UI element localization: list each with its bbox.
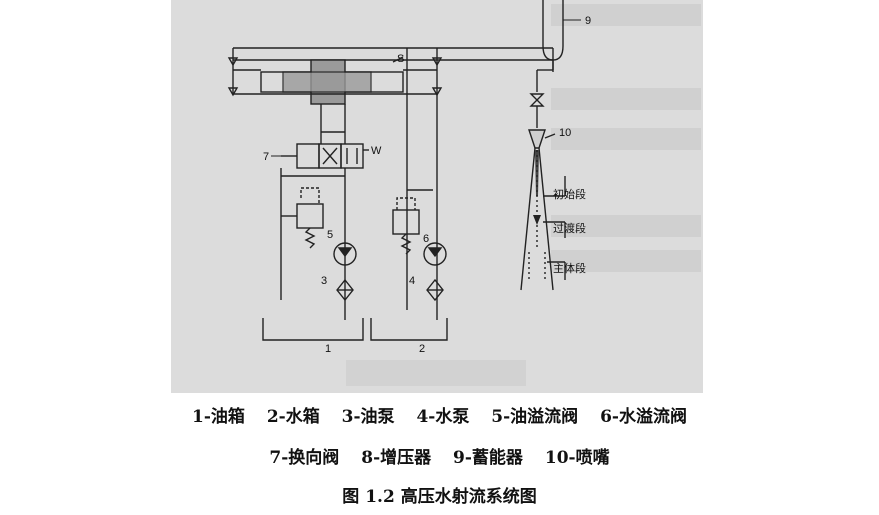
label-w: W [371, 145, 382, 157]
water-relief-valve-6 [392, 197, 420, 255]
shutoff-valve-icon [529, 93, 545, 128]
label-2: 2 [419, 343, 425, 355]
legend-item: 5-油溢流阀 [491, 407, 579, 427]
water-tank-2 [370, 318, 448, 341]
zone-transition-label: 过渡段 [553, 221, 586, 235]
figure-caption: 图 1.2 高压水射流系统图 [342, 487, 537, 507]
oil-relief-valve-5 [281, 187, 324, 249]
legend-item: 1-油箱 [192, 407, 245, 427]
legend-line-2: 7-换向阀 8-增压器 9-蓄能器 10-喷嘴 [0, 443, 879, 468]
directional-valve-7 [281, 132, 369, 169]
label-3: 3 [321, 275, 327, 287]
water-jet [520, 147, 554, 291]
legend-item: 8-增压器 [361, 448, 432, 468]
label-s: S [397, 53, 404, 65]
component-labels: 9 S 10 7 W 5 6 3 4 1 2 初始段 过渡段 主体段 [263, 15, 591, 355]
oil-tank-1 [262, 318, 364, 341]
system-diagram: 9 S 10 7 W 5 6 3 4 1 2 初始段 过渡段 主体段 [227, 0, 701, 386]
label-7: 7 [263, 151, 269, 163]
legend-item: 2-水箱 [266, 407, 320, 427]
legend-item: 3-油泵 [341, 407, 395, 427]
legend-item: 9-蓄能器 [453, 448, 523, 468]
legend-line-1: 1-油箱 2-水箱 3-油泵 4-水泵 5-油溢流阀 6-水溢流阀 [0, 402, 879, 427]
label-5: 5 [327, 229, 333, 241]
intensifier-s [233, 48, 438, 105]
label-9: 9 [585, 15, 591, 27]
accumulator-9 [536, 0, 564, 92]
zone-main-label: 主体段 [553, 261, 586, 275]
check-valve-icon [227, 57, 239, 67]
oil-pump-3 [333, 242, 357, 302]
legend-item: 10-喷嘴 [544, 448, 610, 468]
water-pump-4 [423, 242, 447, 302]
figure-panel: 9 S 10 7 W 5 6 3 4 1 2 初始段 过渡段 主体段 [171, 0, 703, 393]
label-1: 1 [325, 343, 331, 355]
background-bleed-text [346, 4, 701, 386]
zone-initial-label: 初始段 [553, 187, 586, 201]
check-valve-icon [227, 87, 239, 97]
legend-item: 7-换向阀 [269, 448, 340, 468]
label-10: 10 [559, 127, 571, 139]
legend-item: 6-水溢流阀 [600, 407, 687, 427]
legend-item: 4-水泵 [416, 407, 470, 427]
label-6: 6 [423, 233, 429, 245]
label-4: 4 [409, 275, 415, 287]
